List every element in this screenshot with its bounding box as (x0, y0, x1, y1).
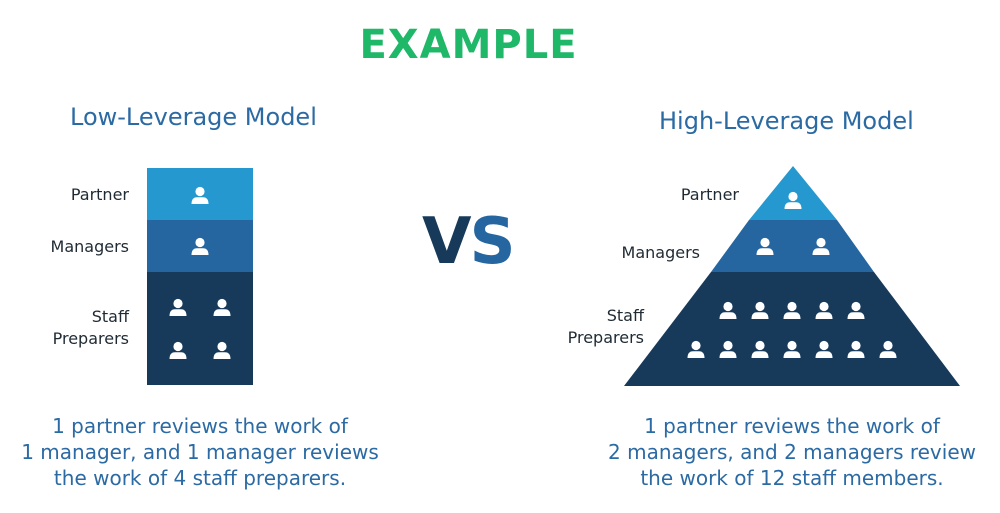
vs-letter-s: S (469, 205, 516, 279)
low-managers-label: Managers (50, 237, 129, 256)
high-staff-tier (624, 272, 960, 386)
low-leverage-caption: 1 partner reviews the work of 1 manager,… (0, 413, 400, 491)
low-caption-line-2: 1 manager, and 1 manager reviews (21, 440, 379, 464)
high-caption-line-3: the work of 12 staff members. (640, 466, 944, 490)
high-managers-label: Managers (621, 243, 700, 262)
vs-label: VS (422, 205, 516, 279)
low-partner-label: Partner (70, 185, 129, 204)
high-leverage-caption: 1 partner reviews the work of 2 managers… (592, 413, 992, 491)
low-leverage-title: Low-Leverage Model (70, 103, 317, 131)
low-caption-line-3: the work of 4 staff preparers. (53, 466, 347, 490)
high-caption-line-2: 2 managers, and 2 managers review (608, 440, 976, 464)
low-staff-label: Staff Preparers (40, 306, 129, 350)
main-title: EXAMPLE (359, 22, 578, 68)
low-caption-line-1: 1 partner reviews the work of (52, 414, 348, 438)
vs-letter-v: V (422, 205, 472, 279)
high-caption-line-1: 1 partner reviews the work of (644, 414, 940, 438)
high-staff-label: Staff Preparers (545, 305, 644, 349)
low-staff-label-line1: Staff (91, 307, 129, 326)
high-managers-tier (711, 220, 874, 272)
high-staff-label-line2: Preparers (567, 328, 644, 347)
low-leverage-column (147, 168, 253, 385)
high-leverage-title: High-Leverage Model (659, 107, 914, 135)
high-staff-label-line1: Staff (606, 306, 644, 325)
high-leverage-pyramid (624, 166, 960, 386)
high-partner-label: Partner (680, 185, 739, 204)
low-staff-tier (147, 272, 253, 385)
low-staff-label-line2: Preparers (52, 329, 129, 348)
